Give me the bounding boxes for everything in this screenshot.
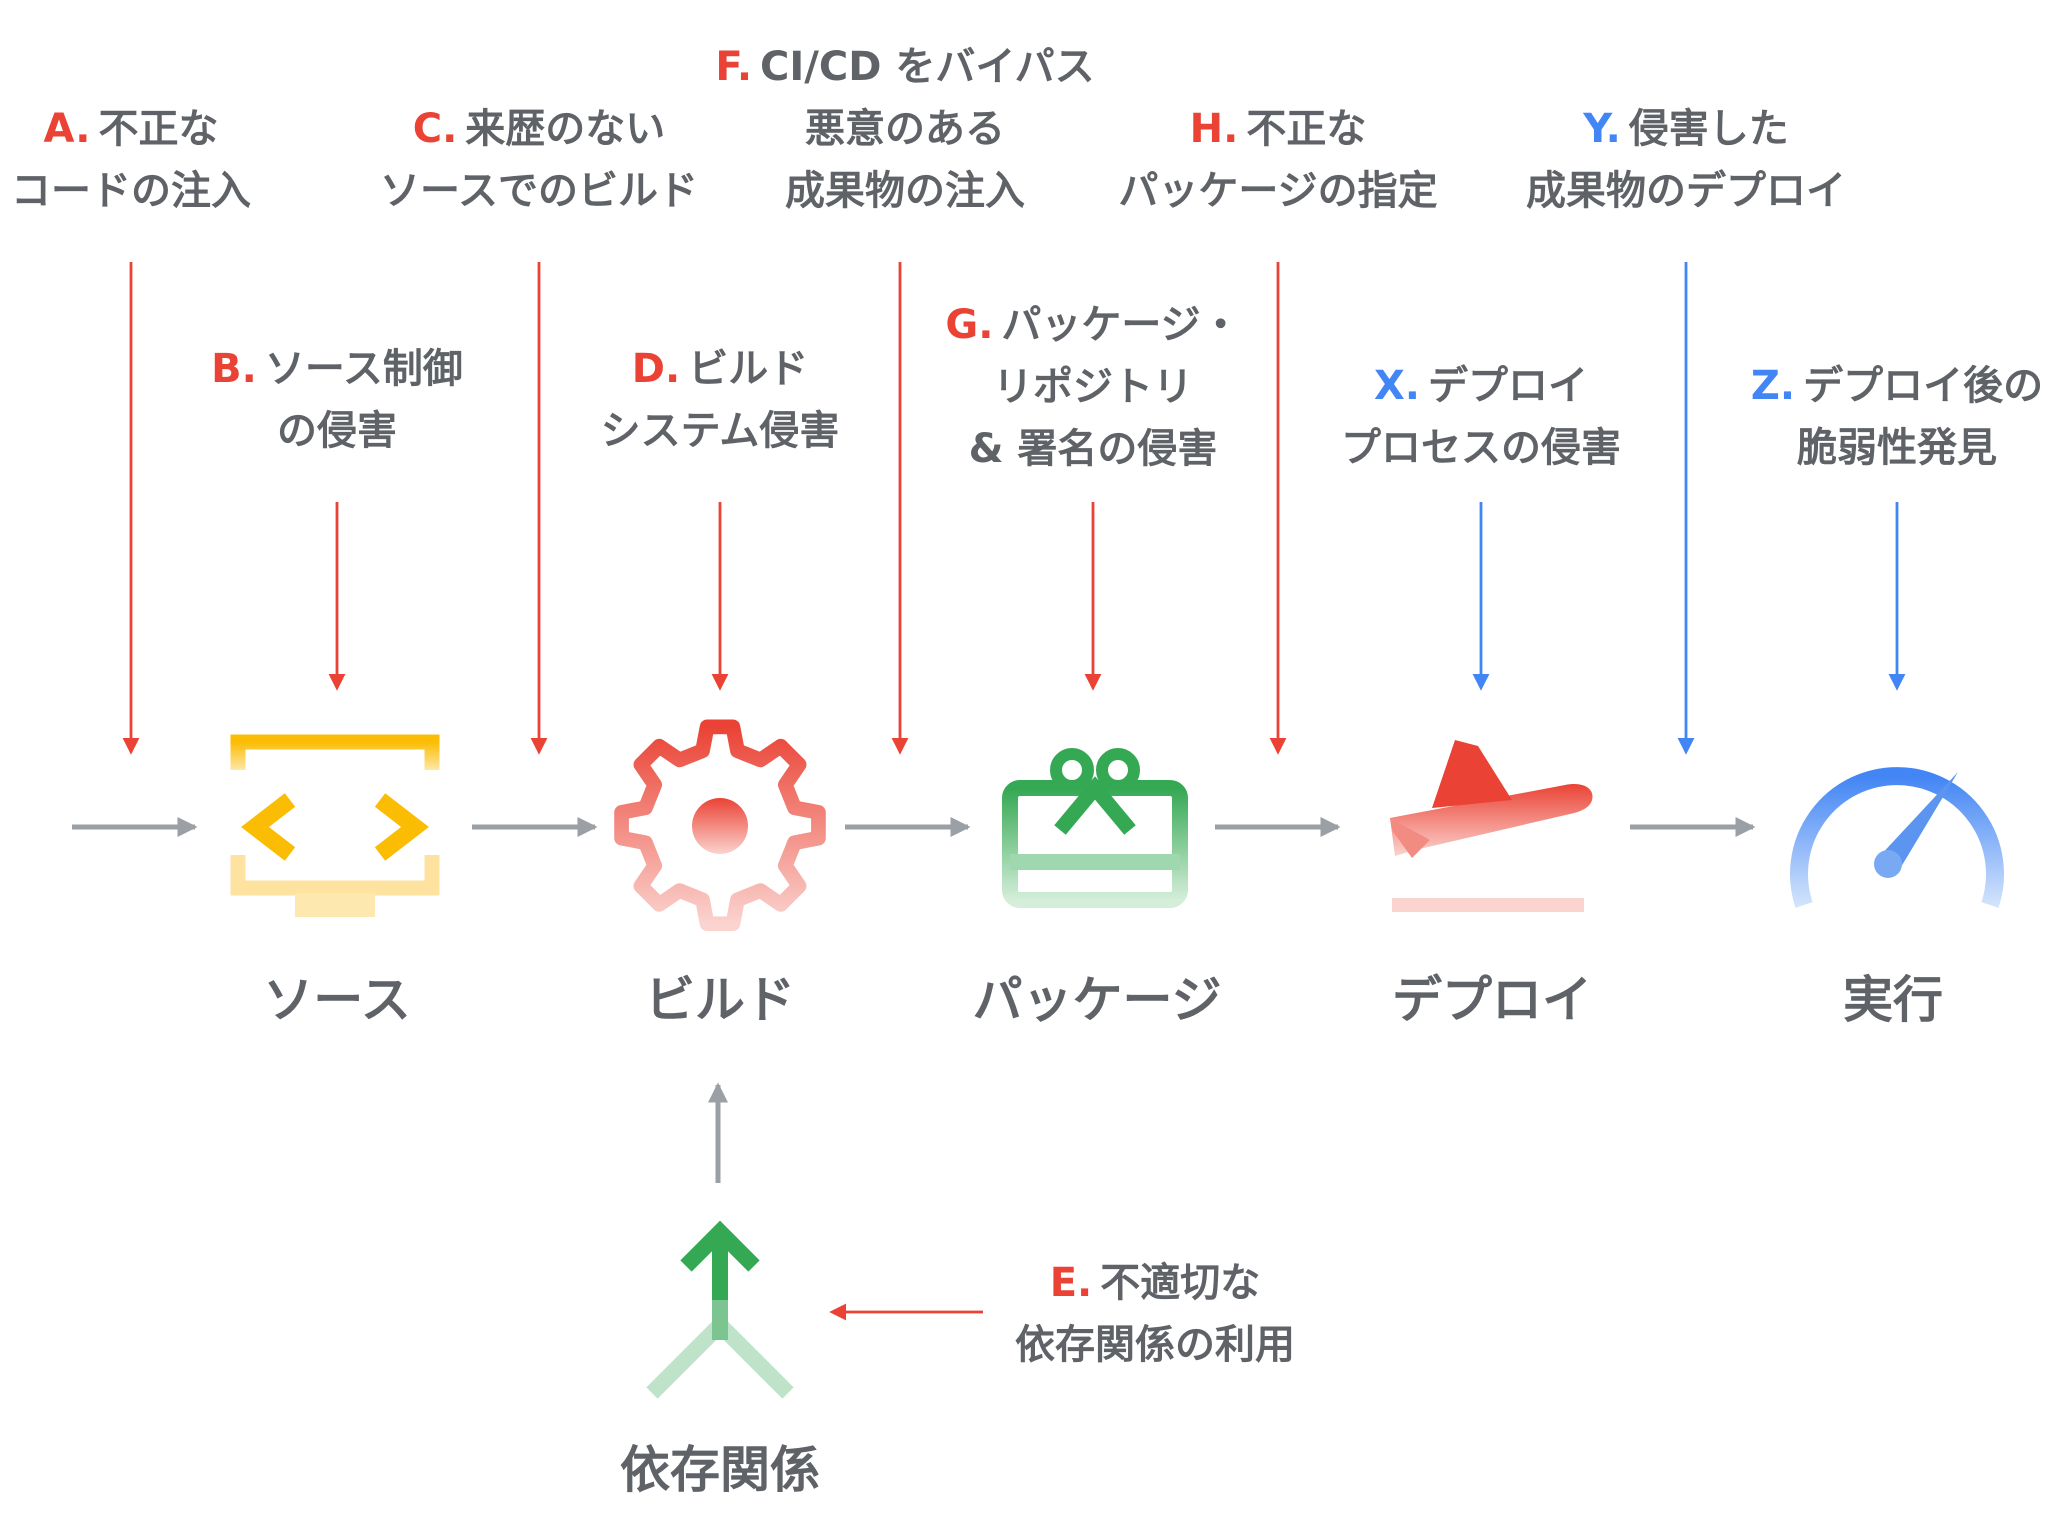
stage-label-run: 実行 [1843, 971, 1943, 1029]
threat-y-line-2: 成果物のデプロイ [1526, 168, 1846, 214]
threat-label-z: Z.デプロイ後の 脆弱性発見 [1751, 355, 2043, 479]
threat-g-line-1: パッケージ・ [1001, 302, 1241, 348]
threat-b-line-1: ソース制御 [264, 346, 463, 392]
threat-label-b: B.ソース制御 の侵害 [211, 338, 463, 462]
threat-code-x: X. [1373, 363, 1421, 409]
threat-arrows [122, 262, 1906, 1321]
threat-h-line-2: パッケージの指定 [1118, 168, 1438, 214]
threat-label-g: G.パッケージ・ リポジトリ & 署名の侵害 [945, 294, 1240, 480]
threat-code-d: D. [631, 346, 681, 392]
threat-a-line-2: コードの注入 [11, 168, 251, 214]
speedometer-icon [1790, 767, 2004, 908]
threat-x-line-1: デプロイ [1428, 363, 1589, 409]
threat-y-line-1: 侵害した [1628, 106, 1789, 152]
threat-b-line-2: の侵害 [277, 408, 397, 454]
stage-label-dependency: 依存関係 [620, 1441, 820, 1499]
gift-box-icon [1002, 748, 1188, 908]
threat-code-f: F. [715, 44, 753, 90]
threat-d-line-1: ビルド [688, 346, 809, 392]
stage-label-build: ビルド [645, 971, 795, 1029]
threat-code-b: B. [211, 346, 257, 392]
threat-code-e: E. [1049, 1260, 1093, 1306]
stage-label-deploy: デプロイ [1392, 971, 1592, 1029]
threat-label-c: C.来歴のない ソースでのビルド [380, 98, 698, 222]
threat-code-h: H. [1189, 106, 1239, 152]
threat-f-line-1: CI/CD をバイパス [760, 44, 1095, 90]
code-brackets-icon [230, 734, 440, 917]
threat-g-line-2: リポジトリ [992, 364, 1193, 410]
threat-label-e: E.不適切な 依存関係の利用 [1015, 1252, 1295, 1376]
threat-code-g: G. [945, 302, 994, 348]
threat-label-a: A.不正な コードの注入 [11, 98, 251, 222]
threat-f-line-2: 悪意のある [805, 106, 1005, 152]
threat-x-line-2: プロセスの侵害 [1341, 425, 1621, 471]
threat-c-line-2: ソースでのビルド [380, 168, 698, 214]
threat-z-line-1: デプロイ後の [1803, 363, 2044, 409]
threat-c-line-1: 来歴のない [465, 106, 666, 152]
threat-e-line-2: 依存関係の利用 [1015, 1322, 1295, 1368]
threat-code-z: Z. [1750, 363, 1796, 409]
threat-d-line-2: システム侵害 [600, 408, 840, 454]
threat-code-a: A. [43, 106, 91, 152]
airplane-takeoff-icon [1390, 740, 1593, 912]
threat-g-line-3: & 署名の侵害 [968, 426, 1218, 472]
threat-label-d: D.ビルド システム侵害 [601, 338, 840, 462]
threat-a-line-1: 不正な [98, 106, 219, 152]
threat-e-line-1: 不適切な [1100, 1260, 1261, 1306]
merge-arrow-icon [646, 1220, 794, 1399]
gear-icon [614, 719, 826, 932]
threat-h-line-1: 不正な [1246, 106, 1367, 152]
threat-label-h: H.不正な パッケージの指定 [1118, 98, 1437, 222]
threat-code-c: C. [412, 106, 458, 152]
threat-z-line-2: 脆弱性発見 [1796, 425, 1997, 471]
threat-label-x: X.デプロイ プロセスの侵害 [1341, 355, 1621, 479]
flow-arrows [72, 817, 1756, 1183]
threat-code-y: Y. [1583, 106, 1621, 152]
threat-f-line-3: 成果物の注入 [785, 168, 1025, 214]
stage-label-package: パッケージ [972, 971, 1222, 1029]
threat-label-y: Y.侵害した 成果物のデプロイ [1526, 98, 1846, 222]
stage-label-source: ソース [263, 971, 411, 1029]
threat-label-f: F.CI/CD をバイパス 悪意のある 成果物の注入 [715, 36, 1094, 222]
